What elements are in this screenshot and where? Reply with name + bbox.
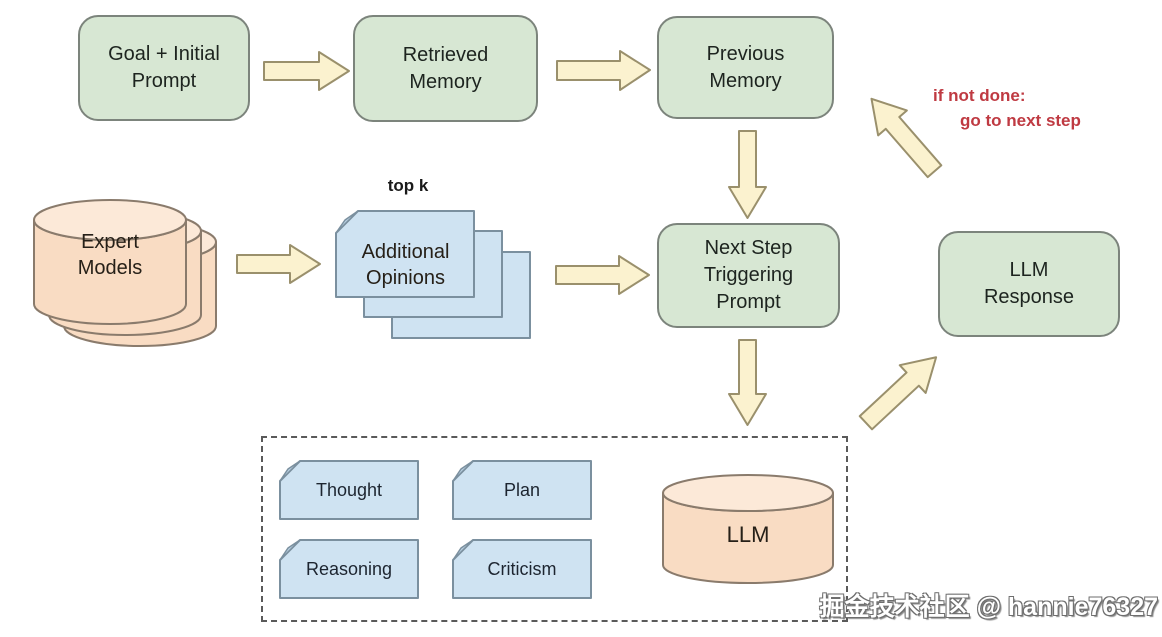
llm-cylinder xyxy=(662,474,834,584)
node-next-step-triggering-prompt: Next Step Triggering Prompt xyxy=(657,223,840,328)
node-llm: LLM xyxy=(726,522,770,547)
node-reasoning: Reasoning xyxy=(305,558,393,579)
arrow-up-right-icon xyxy=(858,356,938,431)
note-card-reasoning xyxy=(279,539,419,599)
node-expert-models: Expert Models xyxy=(50,228,170,282)
arrow-up-left-icon xyxy=(870,97,943,179)
additional-opinions-note-stack xyxy=(335,210,531,339)
node-label: LLM Response xyxy=(983,259,1075,308)
arrow-right-icon xyxy=(556,50,651,91)
node-label: Expert Models xyxy=(77,231,143,279)
arrow-right-icon xyxy=(555,255,650,295)
note-card-thought xyxy=(279,460,419,520)
loop-condition-note: if not done: go to next step xyxy=(933,83,1081,133)
arrow-down-icon xyxy=(728,339,767,426)
watermark-text: 掘金技术社区 @ hannie76327 xyxy=(819,593,1158,621)
expert-models-cylinder-stack xyxy=(33,199,217,347)
note-card-criticism xyxy=(452,539,592,599)
node-llm-response: LLM Response xyxy=(938,231,1120,337)
arrow-down-icon xyxy=(728,130,767,219)
loop-condition-line1: if not done: xyxy=(933,86,1026,105)
arrow-right-icon xyxy=(263,51,350,91)
node-label: Retrieved Memory xyxy=(402,43,489,93)
node-label: Goal + Initial Prompt xyxy=(108,43,220,92)
node-plan: Plan xyxy=(503,479,541,500)
node-retrieved-memory: Retrieved Memory xyxy=(353,15,538,122)
top-k-label: top k xyxy=(387,176,429,195)
node-goal-initial-prompt: Goal + Initial Prompt xyxy=(78,15,250,121)
arrow-right-icon xyxy=(236,244,321,284)
loop-condition-line2: go to next step xyxy=(960,111,1081,130)
node-label: Additional Opinions xyxy=(361,241,450,289)
note-card-plan xyxy=(452,460,592,520)
node-thought: Thought xyxy=(315,479,383,500)
node-criticism: Criticism xyxy=(487,558,557,579)
llm-internals-dashed-group xyxy=(261,436,848,622)
node-label: Previous Memory xyxy=(706,42,785,92)
node-label: Next Step Triggering Prompt xyxy=(703,237,794,313)
node-additional-opinions: Additional Opinions xyxy=(343,238,468,292)
node-previous-memory: Previous Memory xyxy=(657,16,834,119)
